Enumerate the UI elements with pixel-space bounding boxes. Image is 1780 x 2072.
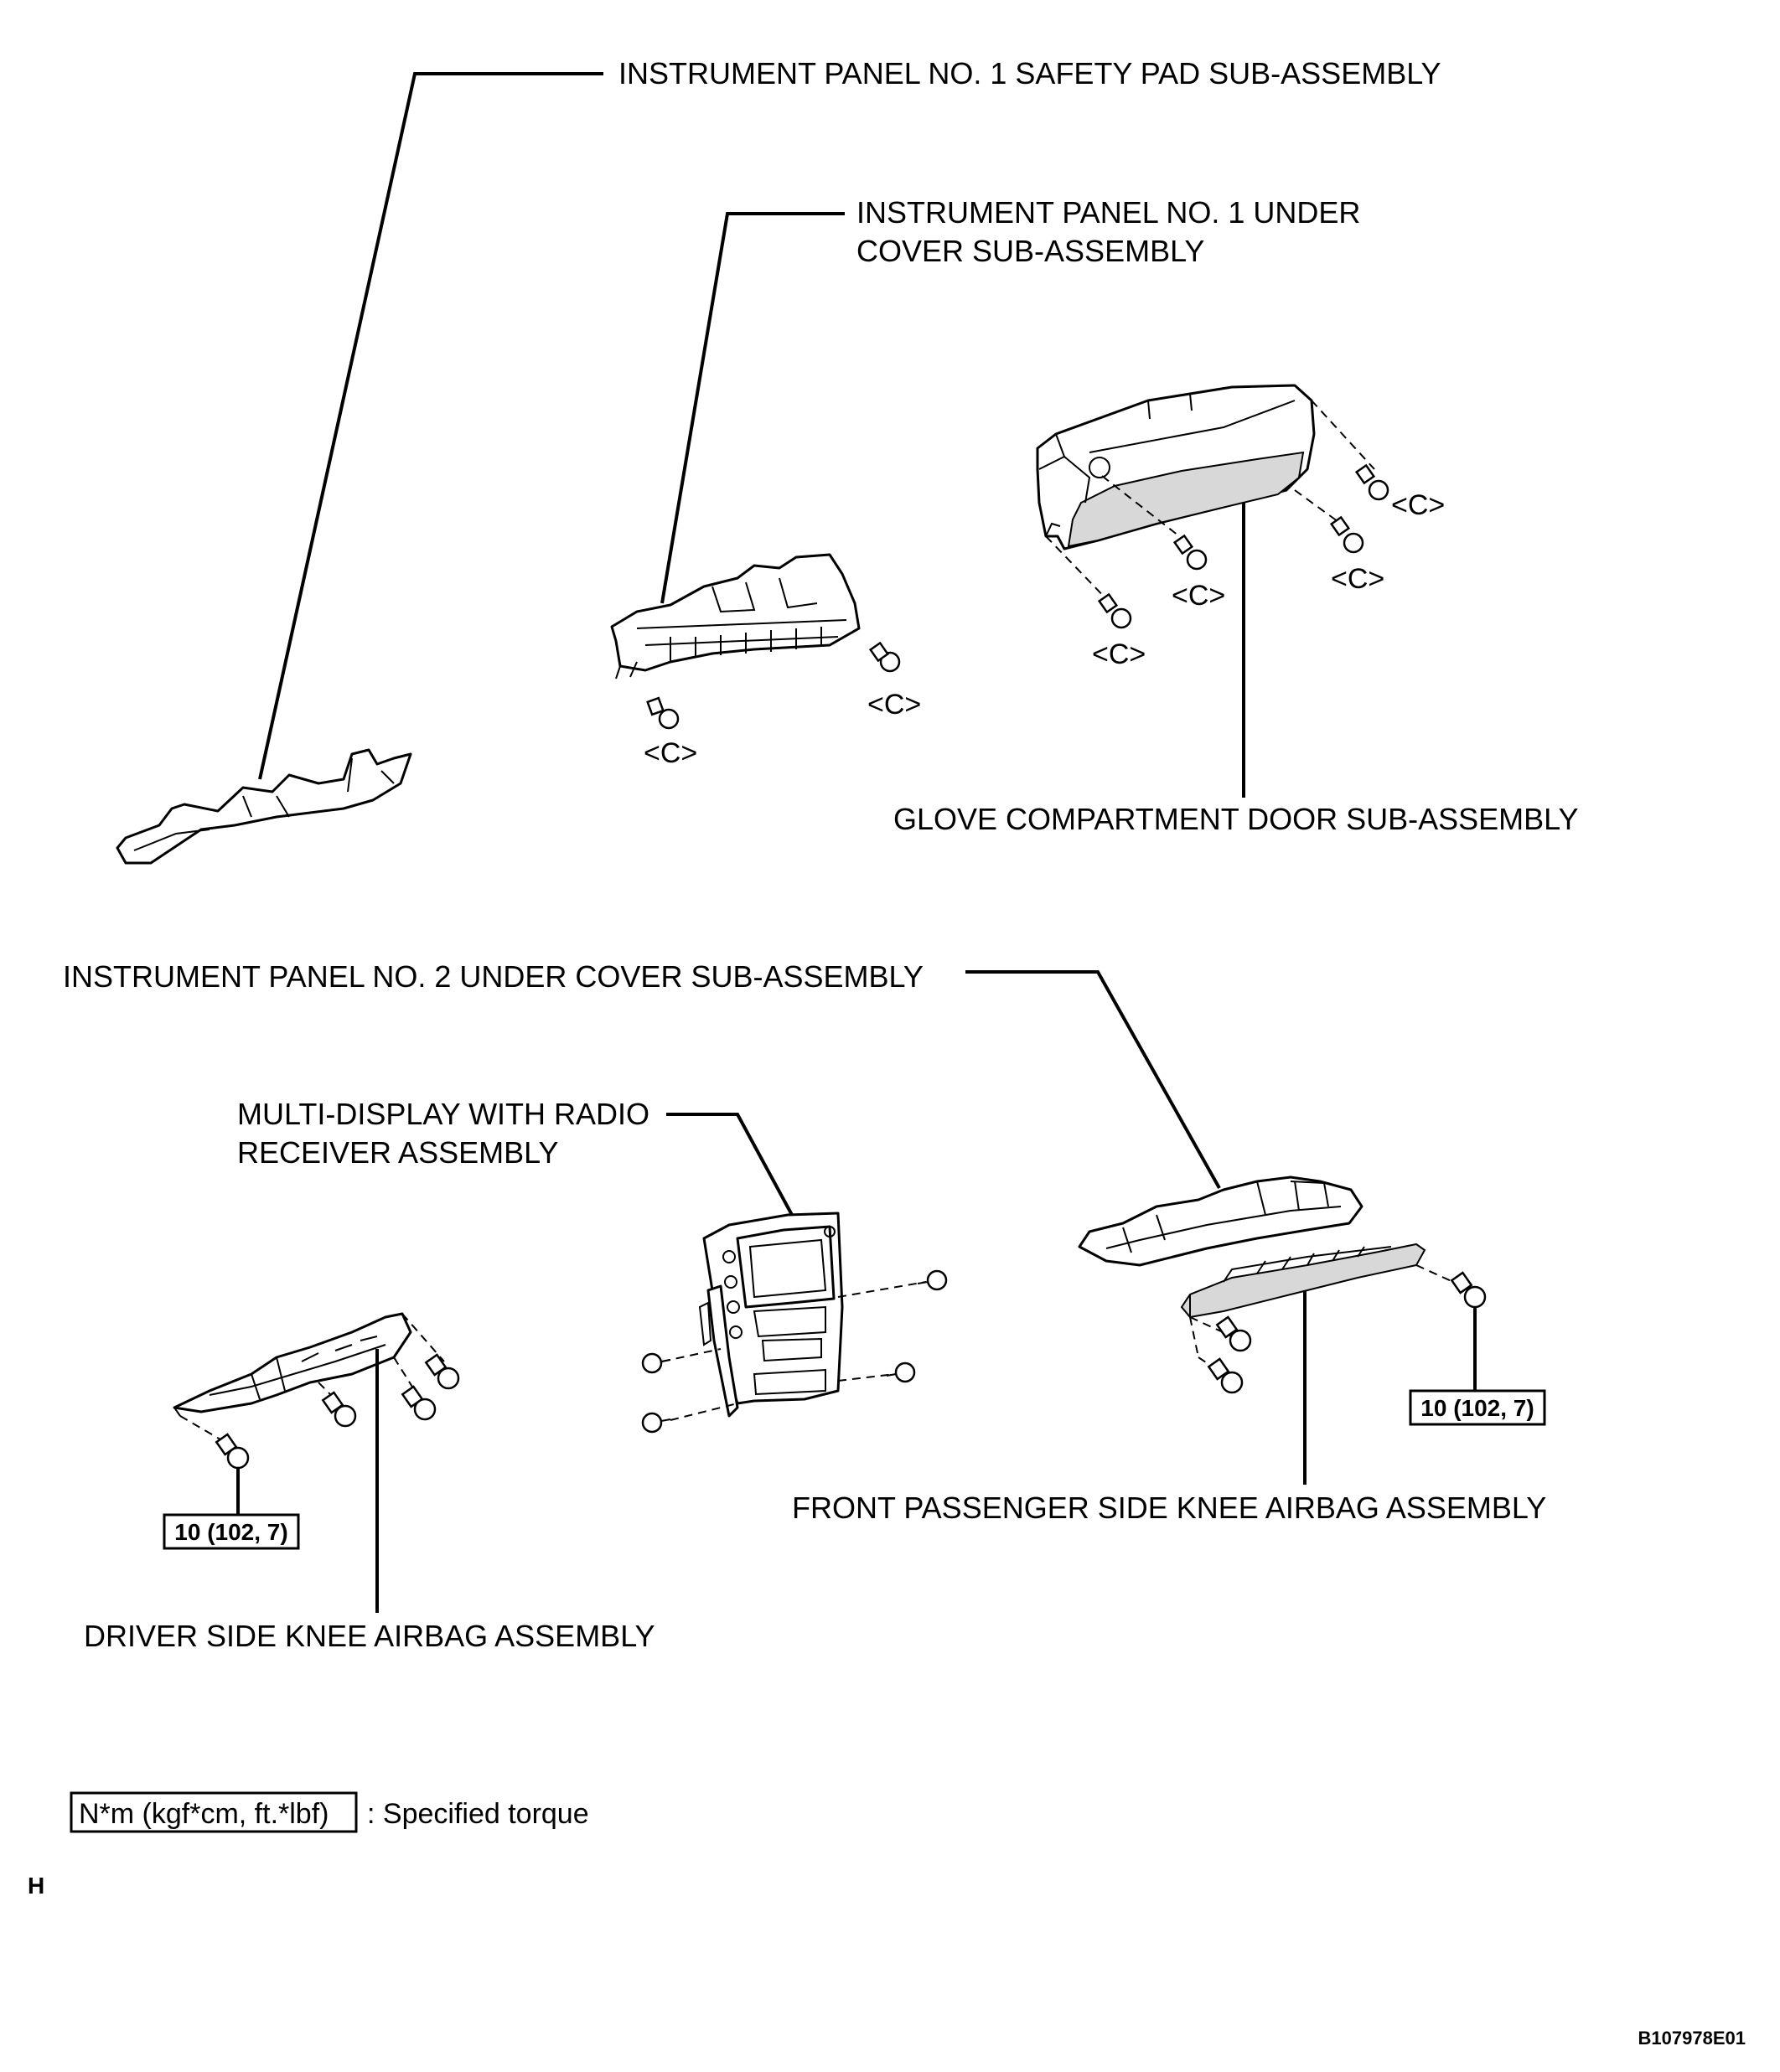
passenger-knee-airbag-part xyxy=(1180,1243,1426,1319)
clip-icon xyxy=(1172,534,1208,571)
bolt-icon xyxy=(886,1362,916,1383)
under-cover-1-leader xyxy=(660,212,845,604)
bolt-icon xyxy=(321,1391,357,1428)
multi-display-label-line2: RECEIVER ASSEMBLY xyxy=(237,1135,558,1170)
clip-icon xyxy=(1354,463,1389,501)
torque-value-passenger: 10 (102, 7) xyxy=(1420,1395,1534,1421)
under-cover-2-label: INSTRUMENT PANEL NO. 2 UNDER COVER SUB-A… xyxy=(63,959,924,994)
under-cover-1-label-line2: COVER SUB-ASSEMBLY xyxy=(856,234,1204,268)
clip-icon xyxy=(1329,515,1364,554)
fastener-guide xyxy=(837,1373,896,1382)
clip-mark: <C> xyxy=(867,689,921,721)
fastener-guide xyxy=(1045,535,1111,604)
corner-mark: H xyxy=(28,1873,44,1899)
under-cover-2-part xyxy=(1078,1176,1363,1267)
bolt-icon xyxy=(641,1412,671,1434)
legend-torque-box xyxy=(70,1791,358,1833)
clip-mark: <C> xyxy=(1331,563,1384,595)
clip-icon xyxy=(646,696,680,730)
fastener-guide xyxy=(318,1382,340,1404)
glove-door-part xyxy=(1036,384,1316,550)
safety-pad-label: INSTRUMENT PANEL NO. 1 SAFETY PAD SUB-AS… xyxy=(618,56,1441,90)
clip-mark: <C> xyxy=(1391,489,1445,521)
multi-display-leader xyxy=(666,1113,794,1216)
driver-knee-airbag-label: DRIVER SIDE KNEE AIRBAG ASSEMBLY xyxy=(84,1619,655,1653)
figure-id: B107978E01 xyxy=(1638,2028,1746,2049)
clip-mark: <C> xyxy=(1092,638,1146,670)
fastener-guide xyxy=(1311,400,1375,470)
clip-mark: <C> xyxy=(1172,580,1225,612)
bolt-icon xyxy=(215,1433,250,1470)
fastener-guide xyxy=(1189,1316,1233,1337)
legend-units: N*m (kgf*cm, ft.*lbf) xyxy=(79,1798,329,1830)
bolt-icon xyxy=(641,1352,671,1374)
under-cover-1-part xyxy=(610,553,861,679)
passenger-knee-airbag-label: FRONT PASSENGER SIDE KNEE AIRBAG ASSEMBL… xyxy=(792,1491,1546,1525)
driver-knee-airbag-part xyxy=(173,1312,412,1417)
clip-icon xyxy=(1097,592,1132,629)
fastener-guide xyxy=(1101,475,1191,545)
fastener-guide xyxy=(661,1348,722,1362)
bolt-icon xyxy=(1215,1315,1252,1352)
multi-display-part xyxy=(698,1212,844,1418)
clip-mark: <C> xyxy=(644,737,697,769)
bolt-icon xyxy=(1207,1357,1244,1394)
torque-box-driver xyxy=(163,1513,300,1550)
bolt-icon xyxy=(917,1269,948,1291)
under-cover-1-label-line1: INSTRUMENT PANEL NO. 1 UNDER xyxy=(856,195,1360,230)
bolt-icon xyxy=(1450,1271,1487,1309)
fastener-guide xyxy=(670,1403,738,1421)
fastener-guide xyxy=(393,1356,416,1392)
under-cover-2-leader xyxy=(965,970,1221,1189)
clip-icon xyxy=(868,641,901,673)
safety-pad-leader xyxy=(258,72,603,780)
torque-value-driver: 10 (102, 7) xyxy=(174,1519,287,1545)
safety-pad-part xyxy=(116,748,412,865)
bolt-icon xyxy=(401,1385,437,1421)
fastener-guide xyxy=(1189,1316,1199,1358)
fastener-guide xyxy=(401,1313,445,1362)
bolt-icon xyxy=(424,1353,460,1390)
legend-meaning: : Specified torque xyxy=(367,1798,589,1830)
glove-door-label: GLOVE COMPARTMENT DOOR SUB-ASSEMBLY xyxy=(893,802,1579,836)
fastener-guide xyxy=(837,1281,927,1298)
multi-display-label-line1: MULTI-DISPLAY WITH RADIO xyxy=(237,1097,649,1131)
fastener-guide xyxy=(1294,489,1342,524)
torque-box-passenger xyxy=(1409,1389,1546,1426)
